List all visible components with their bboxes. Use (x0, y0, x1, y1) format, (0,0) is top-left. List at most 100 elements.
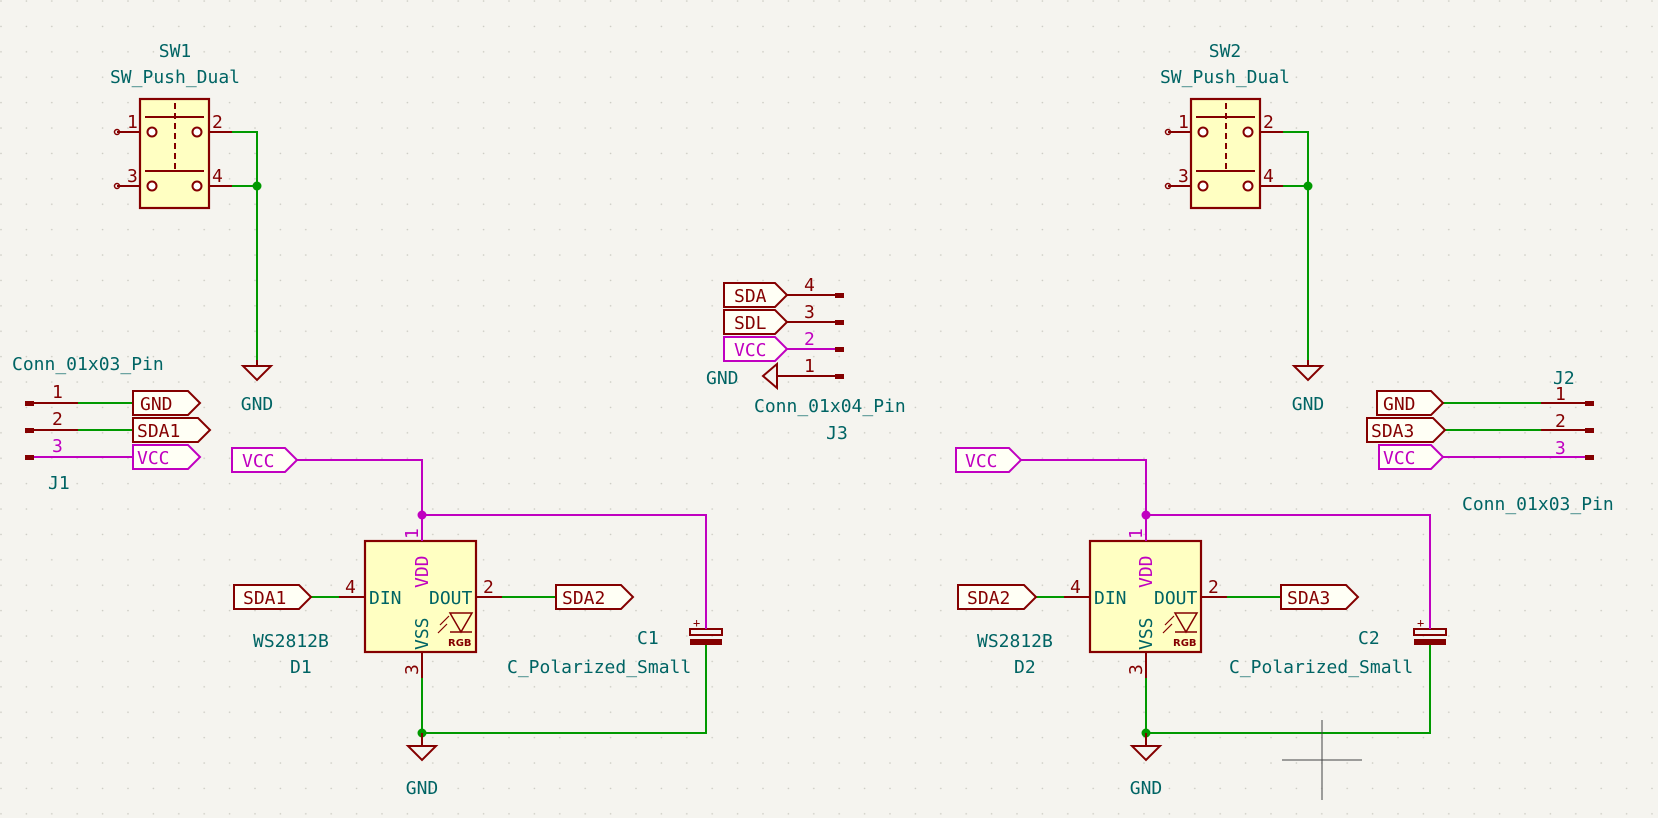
gnd-symbol[interactable]: GND (1291, 360, 1325, 415)
capacitor-c2[interactable]: + C2 C_Polarized_Small (1229, 616, 1447, 678)
gnd-symbol[interactable]: GND (240, 360, 274, 415)
net-label-vcc[interactable]: VCC (132, 444, 202, 470)
net-label-sdl[interactable]: SDL (723, 309, 789, 335)
sw1-value: SW_Push_Dual (110, 67, 240, 88)
sw1-ref: SW1 (159, 41, 192, 62)
j1-label-vcc: VCC (137, 448, 170, 469)
c1-value: C_Polarized_Small (507, 657, 691, 678)
connector-j2[interactable]: J2 1 2 3 Conn_01x03_Pin (1462, 368, 1614, 515)
sw2-value: SW_Push_Dual (1160, 67, 1290, 88)
j1-value: Conn_01x03_Pin (12, 354, 164, 375)
connector-j1[interactable]: Conn_01x03_Pin 1 2 3 J1 (12, 354, 164, 494)
net-label-vcc[interactable]: VCC (723, 336, 789, 362)
j3-value: Conn_01x04_Pin (754, 396, 906, 417)
gnd-label: GND (1292, 394, 1325, 415)
j3-pin-1: 1 (804, 356, 815, 377)
net-label-sda2[interactable]: SDA2 (555, 584, 635, 610)
crosshair-cursor-icon (1282, 720, 1362, 800)
led-d2[interactable]: 1 4 2 3 VDD DIN DOUT VSS RGB WS2812B D2 (977, 515, 1227, 678)
c2-value: C_Polarized_Small (1229, 657, 1413, 678)
d1-in-label: SDA1 (243, 588, 286, 609)
j3-pin-3: 3 (804, 302, 815, 323)
j1-pin-2: 2 (52, 409, 63, 430)
j3-label-sdl: SDL (734, 313, 767, 334)
d1-pin-vdd: 1 (402, 528, 423, 539)
c1-ref: C1 (637, 628, 659, 649)
switch-sw1[interactable]: SW1 SW_Push_Dual 1 2 3 4 (110, 41, 240, 210)
j3-label-vcc: VCC (734, 340, 767, 361)
net-label-sda3[interactable]: SDA3 (1280, 584, 1360, 610)
switch-sw2[interactable]: SW2 SW_Push_Dual 1 2 3 4 (1160, 41, 1290, 210)
d2-name-rgb: RGB (1173, 638, 1197, 649)
sw2-pin-1: 1 (1178, 112, 1189, 133)
capacitor-c1[interactable]: + C1 C_Polarized_Small (507, 616, 723, 678)
j1-pin-3: 3 (52, 436, 63, 457)
j1-label-gnd: GND (140, 394, 173, 415)
net-label-sda1[interactable]: SDA1 (132, 417, 212, 443)
d2-ref: D2 (1014, 657, 1036, 678)
gnd-label: GND (241, 394, 274, 415)
sw1-gnd-wire[interactable] (232, 131, 258, 360)
d2-pin-din: 4 (1070, 577, 1081, 598)
net-label-sda2[interactable]: SDA2 (957, 584, 1038, 610)
c2-ref: C2 (1358, 628, 1380, 649)
j3-label-gnd: GND (706, 368, 739, 389)
net-label-sda3[interactable]: SDA3 (1366, 417, 1447, 443)
d2-name-vss: VSS (1136, 617, 1157, 650)
j2-ref: J2 (1553, 368, 1575, 389)
d2-out-label: SDA3 (1287, 588, 1330, 609)
j3-pin-2: 2 (804, 329, 815, 350)
j3-pin-4: 4 (804, 275, 815, 296)
sw2-gnd-wire[interactable] (1283, 131, 1309, 360)
d2-in-label: SDA2 (967, 588, 1010, 609)
d1-value: WS2812B (253, 631, 329, 652)
d1-pin-dout: 2 (483, 577, 494, 598)
d2-vcc-label: VCC (965, 451, 998, 472)
d2-name-din: DIN (1094, 588, 1127, 609)
j1-label-sda1: SDA1 (137, 421, 180, 442)
net-label-vcc[interactable]: VCC (231, 447, 299, 473)
junction (252, 181, 262, 191)
d2-pin-vss: 3 (1126, 664, 1147, 675)
gnd-symbol[interactable]: GND (706, 361, 787, 391)
net-label-gnd[interactable]: GND (132, 390, 202, 416)
net-label-sda[interactable]: SDA (723, 282, 789, 308)
gnd-symbol[interactable]: GND (405, 733, 439, 799)
j2-label-vcc: VCC (1383, 448, 1416, 469)
d2-gnd-wire[interactable] (1145, 650, 1431, 734)
sw1-pin-3: 3 (127, 166, 138, 187)
sw2-pin-4: 4 (1263, 166, 1274, 187)
j1-ref: J1 (48, 473, 70, 494)
net-label-gnd[interactable]: GND (1376, 390, 1445, 416)
net-label-vcc[interactable]: VCC (1378, 444, 1445, 470)
j1-pin-1: 1 (52, 382, 63, 403)
j2-pin-2: 2 (1555, 411, 1566, 432)
d2-pin-dout: 2 (1208, 577, 1219, 598)
sw2-pin-2: 2 (1263, 112, 1274, 133)
net-label-sda1[interactable]: SDA1 (233, 584, 313, 610)
j2-label-gnd: GND (1383, 394, 1416, 415)
d1-name-rgb: RGB (448, 638, 472, 649)
d1-pin-din: 4 (345, 577, 356, 598)
j3-label-sda: SDA (734, 286, 767, 307)
led-d1[interactable]: 1 4 2 3 VDD DIN DOUT VSS RGB WS2812B D1 (253, 515, 502, 678)
d1-out-label: SDA2 (562, 588, 605, 609)
sw1-pin-1: 1 (127, 112, 138, 133)
c2-plus-icon: + (1417, 616, 1424, 630)
j2-pin-3: 3 (1555, 438, 1566, 459)
d1-vcc-label: VCC (242, 451, 275, 472)
sw1-pin-2: 2 (212, 112, 223, 133)
d1-name-dout: DOUT (429, 588, 473, 609)
j2-value: Conn_01x03_Pin (1462, 494, 1614, 515)
d1-name-vdd: VDD (412, 555, 433, 588)
connector-j3[interactable]: 4 3 2 1 Conn_01x04_Pin J3 (754, 275, 906, 444)
d1-ref: D1 (290, 657, 312, 678)
gnd-symbol[interactable]: GND (1129, 733, 1163, 799)
c1-plus-icon: + (693, 616, 700, 630)
gnd-label: GND (1130, 778, 1163, 799)
d1-gnd-wire[interactable] (421, 650, 707, 734)
j2-pin-1: 1 (1555, 384, 1566, 405)
net-label-vcc[interactable]: VCC (955, 447, 1023, 473)
d1-pin-vss: 3 (402, 664, 423, 675)
